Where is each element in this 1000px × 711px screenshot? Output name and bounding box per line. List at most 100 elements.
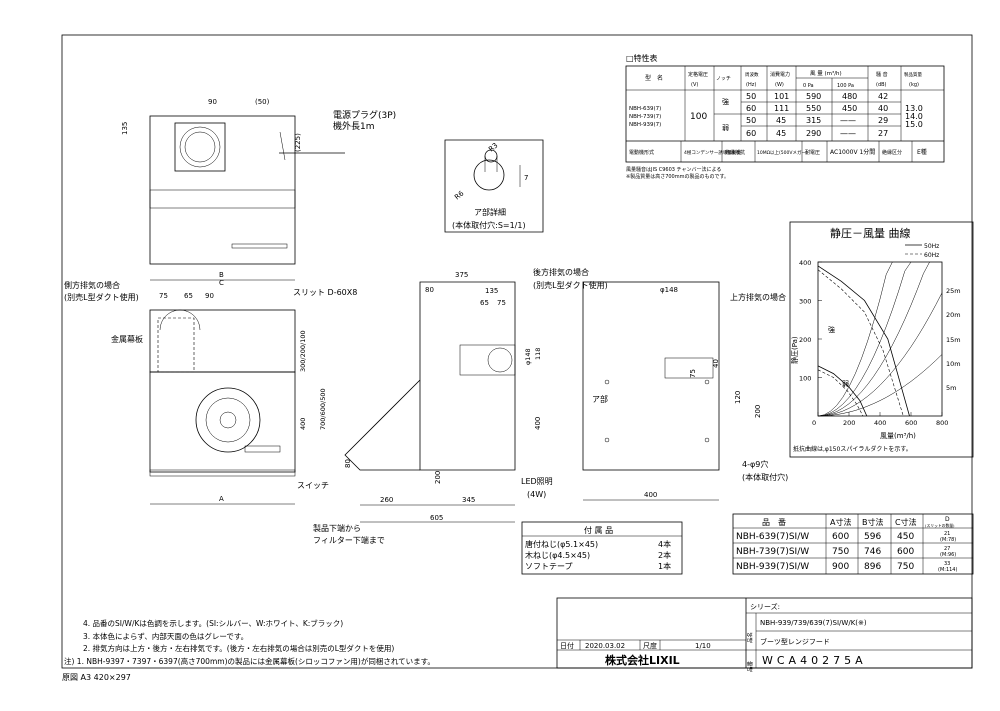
size-r2-b: 746: [864, 547, 881, 557]
spec-notch-strong: 強: [722, 98, 729, 106]
dim-40: 40: [712, 359, 720, 368]
size-table: 品 番 A寸法 B寸法 C寸法 D (スリットの数量) NBH-639(7)SI…: [732, 513, 974, 575]
tb-date-label: 日付: [560, 641, 574, 650]
label-holes: 4-φ9穴: [742, 459, 768, 469]
spec-col-voltage: 定格電圧: [688, 71, 708, 78]
tb-company: 株式会社LIXIL: [605, 653, 680, 667]
dim-225: (225): [294, 133, 302, 152]
size-h-model: 品 番: [762, 517, 786, 527]
size-r3-b: 896: [864, 562, 881, 572]
spec-r2-a100: 450: [842, 104, 857, 113]
drawing-border: [61, 34, 973, 669]
label-cord-length: 機外長1m: [333, 120, 375, 132]
curve-xtick: 0: [812, 419, 816, 427]
dim-400: 400: [299, 418, 307, 430]
size-h-d: D: [945, 516, 950, 523]
spec-footnote-2: ※製品質量は高さ700mmの製品のものです。: [626, 173, 729, 180]
acc-title: 付 属 品: [584, 525, 613, 535]
curve-note: 抵抗曲線は,φ150スパイラルダクトを示す。: [793, 445, 912, 453]
spec-col-mass-unit: (kg): [909, 82, 919, 88]
spec-r4-db: 27: [878, 129, 888, 138]
spec-r4-hz: 60: [746, 129, 756, 138]
spec-col-noise-unit: (dB): [876, 82, 887, 88]
curve-xtick: 200: [843, 419, 855, 427]
detail-subtitle: (本体取付穴:S=1/1): [452, 220, 526, 230]
spec-col-mass: 製品質量: [904, 71, 922, 78]
label-from-bottom-2: フィルター下端まで: [313, 535, 385, 545]
rear-view: φ148 40 75 120 200 400 上方排気の場合 ア部 4-φ9穴 …: [582, 281, 788, 501]
size-r1-a: 600: [832, 532, 849, 542]
spec-r2-db: 40: [878, 104, 888, 113]
spec-r1-a0: 590: [806, 92, 821, 101]
spec-r3-a100: ——: [840, 116, 856, 125]
dim-345: 345: [462, 496, 475, 504]
tb-drawing-no: WCA40275A: [762, 654, 867, 667]
label-back-exhaust: 後方排気の場合: [533, 267, 589, 277]
curve-frame: [817, 261, 943, 417]
accessories-box: 付 属 品 唐付ねじ(φ5.1×45) 4本 木ねじ(φ4.5×45) 2本 ソ…: [521, 521, 683, 575]
size-r3-d: 33: [944, 561, 950, 567]
curve-res-20: 20m: [946, 311, 961, 319]
label-back-exhaust-note: (別売L型ダクト使用): [533, 280, 608, 290]
dim-c: C: [219, 279, 224, 287]
spec-r4-a100: ——: [840, 129, 856, 138]
dim-65b: 65: [480, 299, 489, 307]
dim-700-600-500: 700/600/500: [319, 388, 327, 430]
tb-series-label: シリーズ:: [750, 602, 780, 611]
acc-qty-2: 2本: [658, 550, 671, 560]
size-r1-model: NBH-639(7)SI/W: [736, 532, 809, 542]
notes: 4. 品番のSI/W/Kは色調を示します。(SI:シルバー、W:ホワイト、K:ブ…: [64, 618, 435, 666]
dim-90b: 90: [205, 292, 214, 300]
dim-260: 260: [380, 496, 393, 504]
curve-res-10: 10m: [946, 360, 961, 368]
spec-foot-volt-val: AC1000V 1分間: [830, 148, 875, 156]
label-top-exhaust: 上方排気の場合: [730, 292, 786, 302]
side-view: 375 80 135 65 75 φ148 118 400 200 80 260…: [313, 267, 608, 545]
size-r2-c: 600: [897, 547, 914, 557]
spec-col-freq-unit: (Hz): [746, 82, 756, 88]
label-a-part: ア部: [592, 394, 608, 404]
spec-table: □特性表 型 名 定格電圧 (V) ノッチ 周波数 (Hz) 消費電力 (W) …: [625, 53, 945, 180]
spec-r1-hz: 50: [746, 92, 756, 101]
spec-r3-a0: 315: [806, 116, 821, 125]
curve-legend-50: 50Hz: [924, 243, 939, 250]
curve-weak-60hz: [817, 369, 864, 417]
size-r1-d-sub: (M:78): [940, 537, 956, 543]
dim-148: φ148: [524, 348, 532, 365]
spec-col-voltage-unit: (V): [691, 82, 698, 88]
size-h-c: C寸法: [895, 517, 917, 527]
size-r3-a: 900: [832, 562, 849, 572]
spec-col-noise: 騒 音: [876, 71, 888, 78]
dim-148c: φ148: [660, 286, 678, 294]
curve-strong: 強: [828, 326, 835, 334]
spec-col-power-unit: (W): [775, 82, 784, 88]
spec-col-airflow-0: 0 Pa: [803, 83, 814, 89]
acc-item-1: 唐付ねじ(φ5.1×45): [525, 539, 598, 549]
dim-135b: 135: [485, 287, 498, 295]
note-2: 2. 排気方向は上方・後方・左右排気です。(後方・左右排気の場合は別売のL型ダク…: [83, 643, 394, 653]
note-3: 3. 本体色によらず、内部天面の色はグレーです。: [83, 631, 248, 641]
spec-mass-3: 15.0: [905, 120, 923, 129]
detail-a: R3 R6 7 ア部詳細 (本体取付穴:S=1/1): [444, 139, 544, 233]
tb-scale-label: 尺度: [643, 641, 657, 650]
spec-model-2: NBH-739(7): [629, 114, 661, 120]
dim-a: A: [219, 495, 224, 503]
size-r2-model: NBH-739(7)SI/W: [736, 547, 809, 557]
size-r2-d-sub: (M:96): [940, 552, 956, 558]
size-r2-a: 750: [832, 547, 849, 557]
spec-foot-class-val: E種: [917, 148, 927, 156]
spec-foot-motor-val: 4極コンデンサー誘導電動機: [684, 149, 741, 156]
curve-ytick: 400: [799, 259, 811, 267]
acc-qty-3: 1本: [658, 561, 671, 571]
acc-item-3: ソフトテープ: [525, 562, 573, 571]
dim-75: 75: [159, 292, 168, 300]
size-h-d-sub: (スリットの数量): [925, 523, 955, 528]
resistance-curve-3: [817, 292, 943, 417]
size-r1-d: 21: [944, 531, 950, 537]
curve-ytick: 300: [799, 298, 811, 306]
dim-75b: 75: [497, 299, 506, 307]
acc-qty-1: 4本: [658, 539, 671, 549]
dim-90: 90: [208, 98, 217, 106]
